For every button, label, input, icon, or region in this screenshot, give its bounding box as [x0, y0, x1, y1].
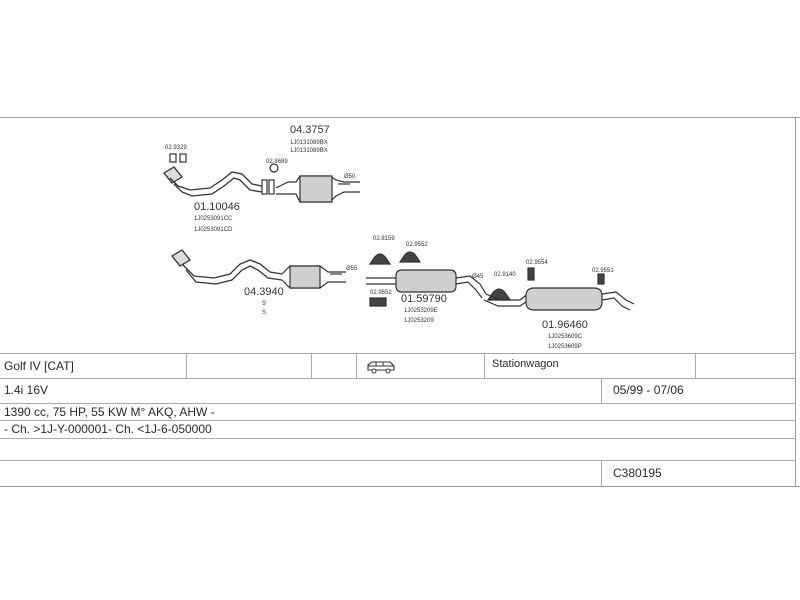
- small-part-label-1: 02.9329: [165, 145, 187, 151]
- table-cell-divider: [186, 354, 187, 379]
- table-row-model: Golf IV [CAT] Stationwagon: [0, 353, 796, 379]
- front-pipe-lower: [171, 249, 283, 285]
- part-number-5: 01.96460: [542, 319, 588, 331]
- frame-top-line: [0, 117, 800, 118]
- mounting-rubber-4: [486, 288, 512, 301]
- engine: 1.4i 16V: [4, 383, 49, 397]
- table-row-engine: 1.4i 16V 05/99 - 07/06: [0, 378, 796, 404]
- part-code-3b: S: [262, 310, 266, 316]
- chassis-range: - Ch. >1J-Y-000001- Ch. <1J-6-050000: [4, 422, 212, 436]
- small-part-label-7: 02.9554: [526, 260, 548, 266]
- table-cell-divider: [311, 354, 312, 379]
- small-part-label-2: 02.8689: [266, 159, 288, 165]
- frame-bottom-line: [0, 486, 800, 487]
- station-wagon-icon: [366, 360, 396, 379]
- part-code-3a: S: [262, 301, 266, 307]
- part-code-5a: 1J0253609C: [548, 334, 583, 340]
- catalogue-code: C380195: [613, 466, 662, 480]
- mounting-rubber-1: [368, 253, 392, 265]
- small-part-label-3: 02.8159: [373, 236, 395, 242]
- small-part-label-8: 02.9551: [592, 268, 614, 274]
- mounting-rubber-2: [398, 251, 422, 263]
- part-number-1: 04.3757: [290, 124, 330, 136]
- table-cell-divider: [695, 354, 696, 379]
- small-part-label-6: 02.9140: [494, 272, 516, 278]
- part-number-4: 01.59790: [401, 293, 447, 305]
- part-code-2a: 1J0253091CC: [194, 216, 233, 222]
- part-code-4a: 1J0253209E: [404, 308, 438, 314]
- part-code-1a: 1J0131089BX: [290, 140, 328, 146]
- part-code-5b: 1J0253609P: [548, 344, 582, 350]
- part-code-1b: 1J0131089BX: [290, 148, 328, 154]
- mounting-rubber-3: [369, 297, 387, 307]
- vehicle-model: Golf IV [CAT]: [4, 359, 74, 373]
- table-cell-divider: [601, 461, 602, 487]
- table-cell-divider: [484, 354, 485, 379]
- table-row-code: C380195: [0, 460, 796, 487]
- catalytic-converter-lower: [281, 265, 346, 289]
- production-period: 05/99 - 07/06: [613, 383, 684, 397]
- small-part-label-4: 02.9552: [406, 242, 428, 248]
- part-code-4b: 1J0253209: [404, 318, 434, 324]
- gasket-small-2: [261, 163, 279, 195]
- part-number-2: 01.10046: [194, 201, 240, 213]
- catalytic-converter-upper: [275, 175, 360, 203]
- table-row-chassis: - Ch. >1J-Y-000001- Ch. <1J-6-050000: [0, 420, 796, 439]
- body-type: Stationwagon: [492, 358, 559, 370]
- middle-silencer: [366, 269, 487, 299]
- dimension-label-2: Ø55: [346, 266, 358, 272]
- small-part-label-5: 02.9552: [370, 290, 392, 296]
- front-pipe-upper: [163, 166, 263, 197]
- clamp-small-1: [169, 153, 187, 163]
- frame-right-line: [795, 117, 796, 486]
- table-cell-divider: [356, 354, 357, 379]
- rear-silencer: [483, 287, 635, 311]
- exhaust-system-diagram: 04.3757 1J0131089BX 1J0131089BX 02.9329 …: [163, 124, 635, 350]
- table-row-details: 1390 cc, 75 HP, 55 KW M° AKQ, AHW -: [0, 403, 796, 421]
- dimension-label-1: Ø50: [344, 174, 356, 180]
- mounting-rubber-5: [527, 267, 535, 281]
- engine-details: 1390 cc, 75 HP, 55 KW M° AKQ, AHW -: [4, 405, 215, 419]
- table-cell-divider: [601, 379, 602, 404]
- part-code-2b: 1J0253091CD: [194, 227, 233, 233]
- table-row-empty: [0, 438, 796, 461]
- mounting-rubber-6: [597, 273, 605, 285]
- dimension-label-3: Ø45: [472, 274, 484, 280]
- part-number-3: 04.3940: [244, 286, 284, 298]
